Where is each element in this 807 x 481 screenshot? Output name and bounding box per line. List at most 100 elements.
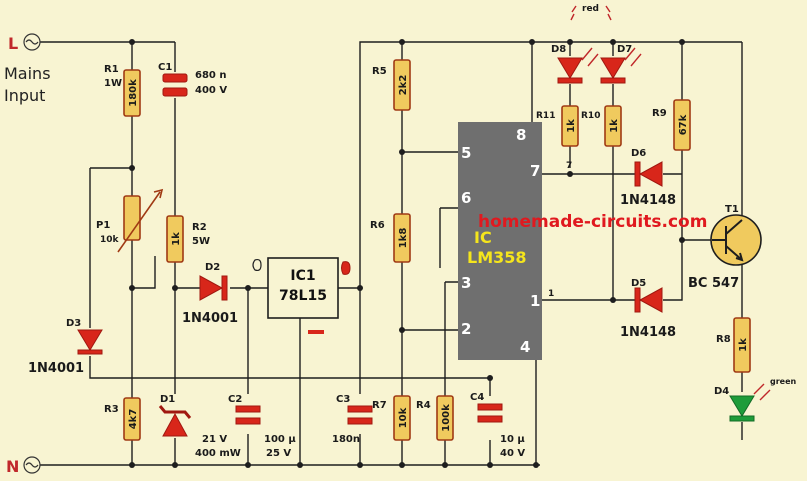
neutral-terminal-label: N <box>6 457 19 476</box>
c4-value: 10 µ <box>500 434 525 445</box>
pin-8: 8 <box>516 126 526 144</box>
r5-ref: R5 <box>372 66 387 77</box>
t1-ref: T1 <box>725 204 739 215</box>
c1-value: 680 n <box>195 70 226 81</box>
line-terminal-label: L <box>8 34 18 53</box>
diode-d2: D2 1N4001 <box>182 262 238 326</box>
r6-value: 1k8 <box>398 228 409 249</box>
r11-value: 1k <box>566 119 577 133</box>
d4-ref: D4 <box>714 386 729 397</box>
red-leds-annotation: red <box>570 4 612 21</box>
d5-part: 1N4148 <box>620 325 676 340</box>
r8-ref: R8 <box>716 334 731 345</box>
pin-4: 4 <box>520 338 530 356</box>
c3-ref: C3 <box>336 394 350 405</box>
c2-ref: C2 <box>228 394 242 405</box>
diode-d3: D3 1N4001 <box>28 318 103 376</box>
d1-spec1: 21 V <box>202 434 227 445</box>
resistor-r8: 1k R8 <box>716 317 751 373</box>
ic1-output-marker-icon <box>341 261 351 275</box>
r3-value: 4k7 <box>128 409 139 430</box>
potentiometer-p1: P1 10k <box>96 188 164 253</box>
r4-value: 100k <box>441 404 452 432</box>
neutral-ac-source-icon <box>23 456 41 474</box>
p1-ref: P1 <box>96 220 110 231</box>
r5-value: 2k2 <box>398 75 409 96</box>
c4-voltage: 40 V <box>500 448 525 459</box>
ic-part-label: LM358 <box>467 248 527 267</box>
red-label: red <box>582 4 599 14</box>
c3-value: 180n <box>332 434 360 445</box>
watermark: homemade-circuits.com <box>478 212 707 232</box>
capacitor-c3: C3 180n <box>332 394 373 445</box>
capacitor-c1: C1 680 n 400 V <box>158 62 227 97</box>
resistor-r9: 67k R9 <box>652 99 691 151</box>
diode-d6: D6 1N4148 <box>620 148 676 208</box>
wires <box>40 41 743 466</box>
d3-part: 1N4001 <box>28 361 84 376</box>
c1-voltage: 400 V <box>195 85 227 96</box>
resistor-r4: 100k R4 <box>416 395 454 441</box>
pin-2: 2 <box>461 320 471 338</box>
d1-ref: D1 <box>160 394 175 405</box>
node-7-label: 7 <box>566 161 572 171</box>
capacitor-c4: C4 10 µ 40 V <box>470 392 525 459</box>
d6-part: 1N4148 <box>620 193 676 208</box>
resistor-r1: 180k R1 1W <box>104 64 141 117</box>
ic1-ground-tab <box>308 330 324 334</box>
r9-value: 67k <box>678 114 689 135</box>
p1-value: 10k <box>100 235 120 245</box>
r1-value: 180k <box>128 79 139 107</box>
d1-spec2: 400 mW <box>195 448 241 459</box>
resistor-r5: 2k2 R5 <box>372 59 411 111</box>
ic1-part: 78L15 <box>279 288 327 304</box>
d8-ref: D8 <box>551 44 566 55</box>
ic-label: IC <box>474 228 492 247</box>
c4-ref: C4 <box>470 392 484 403</box>
resistor-r2: 1k R2 5W <box>166 215 210 263</box>
mains-title-line2: Input <box>4 86 45 105</box>
pin-6: 6 <box>461 189 471 207</box>
d7-ref: D7 <box>617 44 632 55</box>
r4-ref: R4 <box>416 400 431 411</box>
led-d7: D7 <box>600 44 642 84</box>
resistor-r10: 1k R10 <box>581 105 622 147</box>
ic1-input-marker-icon <box>252 258 262 272</box>
pin-3: 3 <box>461 274 471 292</box>
resistor-r6: 1k8 R6 <box>370 213 411 263</box>
junction-dots <box>129 39 685 468</box>
r7-ref: R7 <box>372 400 387 411</box>
led-d4: D4 green <box>714 377 797 422</box>
d2-ref: D2 <box>205 262 220 273</box>
d3-ref: D3 <box>66 318 81 329</box>
pin-5: 5 <box>461 144 471 162</box>
r2-spec: 5W <box>192 236 210 247</box>
regulator-ic1: IC1 78L15 <box>252 257 351 334</box>
r7-value: 10k <box>398 407 409 428</box>
resistor-r3: 4k7 R3 <box>104 397 141 441</box>
t1-part: BC 547 <box>688 276 739 291</box>
r1-ref: R1 <box>104 64 119 75</box>
c1-ref: C1 <box>158 62 172 73</box>
r11-ref: R11 <box>536 111 555 121</box>
r1-spec: 1W <box>104 78 122 89</box>
resistor-r11: 1k R11 <box>536 105 579 147</box>
c2-voltage: 25 V <box>266 448 291 459</box>
pin-1: 1 <box>530 292 540 310</box>
d5-ref: D5 <box>631 278 646 289</box>
node-1-label: 1 <box>548 289 554 299</box>
resistor-r7: 10k R7 <box>372 395 411 441</box>
r6-ref: R6 <box>370 220 385 231</box>
r8-value: 1k <box>738 338 749 352</box>
r9-ref: R9 <box>652 108 667 119</box>
c2-value: 100 µ <box>264 434 296 445</box>
mains-title-line1: Mains <box>4 64 51 83</box>
r2-value: 1k <box>171 232 182 246</box>
ic-lm358: 8 5 7 6 3 1 2 4 IC LM358 <box>458 122 542 360</box>
r10-value: 1k <box>609 119 620 133</box>
r2-ref: R2 <box>192 222 207 233</box>
led-d8: D8 <box>551 44 599 84</box>
zener-diode-d1: D1 <box>158 394 192 437</box>
d6-ref: D6 <box>631 148 646 159</box>
